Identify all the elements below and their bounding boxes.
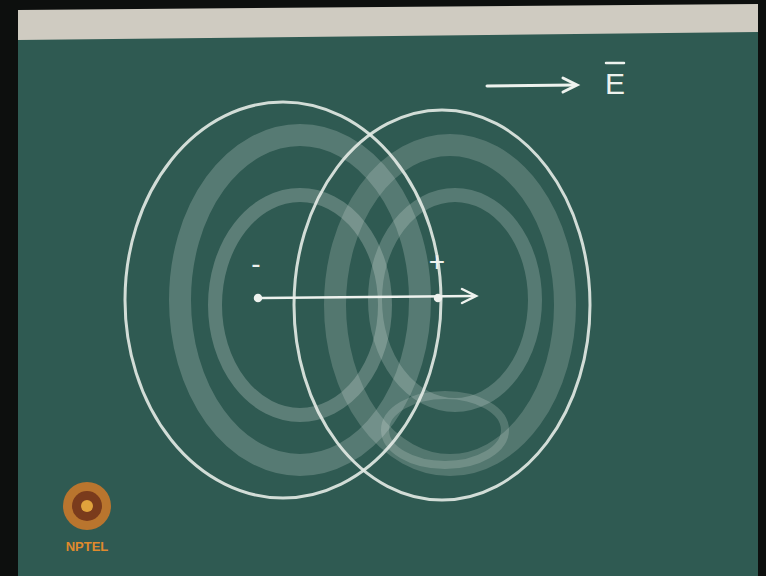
negative-charge-sign: - [251, 250, 260, 278]
logo-center [81, 500, 93, 512]
positive-charge-sign: + [429, 248, 445, 276]
dipole-arrowhead [462, 289, 476, 303]
watermark: NPTEL [66, 540, 109, 553]
cloud-shading [375, 195, 535, 405]
logo-ring [63, 482, 111, 530]
field-arrow [487, 63, 624, 92]
dipole-arrow [255, 289, 476, 303]
board-top-ledge [18, 4, 758, 40]
cloud-shading [385, 395, 505, 465]
field-arrowhead [563, 78, 577, 92]
chalkboard [18, 30, 758, 576]
vector-bar [606, 62, 624, 65]
logo-core [72, 491, 102, 521]
field-label: E [605, 69, 625, 99]
field-arrow-line [487, 85, 575, 86]
cloud-shading [335, 145, 565, 465]
electron-clouds [125, 102, 590, 500]
nptel-logo [63, 482, 111, 530]
dipole-line [262, 296, 474, 298]
positive-cloud-outline [294, 110, 590, 500]
charge-dot [255, 295, 261, 301]
